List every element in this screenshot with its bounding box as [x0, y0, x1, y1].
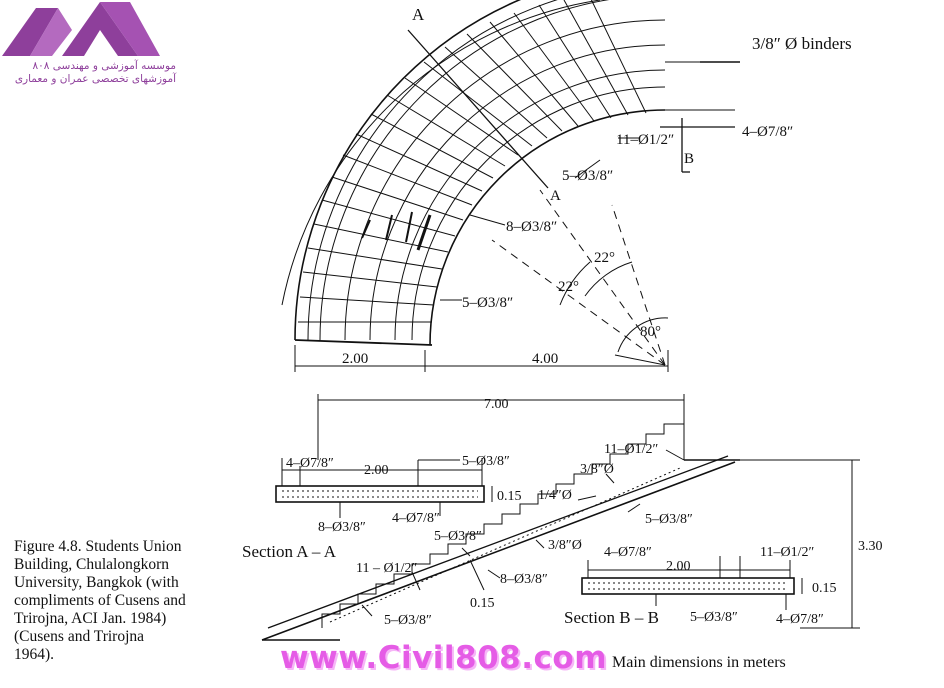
section-aa-bars-top-left-label: 4–Ø7/8″ — [286, 456, 334, 471]
caption-line-1: Figure 4.8. Students Union — [14, 538, 182, 555]
plan-dim-right-label: 4.00 — [532, 351, 558, 367]
plan-bars-11-half-label: 11–Ø1/2″ — [616, 132, 674, 148]
elevation-bars-5-38-mid-label: 5–Ø3/8″ — [434, 529, 482, 544]
plan-arc-6 — [394, 69, 666, 341]
logo-line-2: آموزشهای تخصصی عمران و معماری — [14, 73, 176, 85]
plan-angle-1-label: 22° — [594, 250, 615, 266]
caption-line-5: Trirojna, ACI Jan. 1984) — [14, 610, 167, 627]
elevation-total-dim-label: 7.00 — [484, 397, 509, 412]
section-bb-title: Section B – B — [564, 608, 659, 627]
elevation-bars-5-38-bottom-label: 5–Ø3/8″ — [384, 613, 432, 628]
section-aa-bars-top-right-label: 5–Ø3/8″ — [462, 454, 510, 469]
section-bb-bars-top-right-label: 11–Ø1/2″ — [760, 545, 814, 560]
section-aa-thickness-label: 0.15 — [497, 489, 522, 504]
plan-section-a-top-label: A — [412, 5, 425, 24]
plan-arc-5 — [369, 44, 666, 341]
caption-line-3: University, Bangkok (with — [14, 574, 179, 591]
plan-angle-3-label: 80° — [640, 324, 661, 340]
elevation-bars-11-half-label: 11–Ø1/2″ — [604, 442, 658, 457]
website-watermark: www.Civil808.com — [280, 640, 608, 676]
plan-bars-4-78-label: 4–Ø7/8″ — [742, 124, 793, 140]
plan-section-a-bottom-label: A — [550, 188, 561, 204]
elevation-bars-8-38-label: 8–Ø3/8″ — [500, 572, 548, 587]
plan-outer-arc — [294, 0, 522, 341]
plan-binders-label: 3/8″ Ø binders — [752, 34, 852, 53]
section-bb-bars-bottom-right-label: 4–Ø7/8″ — [776, 612, 824, 627]
plan-dimension-arc — [281, 0, 601, 306]
section-aa-bars-bottom-left-label: 8–Ø3/8″ — [318, 520, 366, 535]
elevation-view — [261, 394, 860, 641]
plan-inner-arc — [429, 109, 666, 346]
caption-line-6: (Cusens and Trirojna — [14, 628, 145, 645]
logo-text: موسسه آموزشی و مهندسی ۸۰۸ آموزشهای تخصصی… — [4, 60, 176, 86]
caption-line-4: compliments of Cusens and — [14, 592, 186, 609]
section-bb-drawing — [581, 556, 803, 610]
plan-view — [281, 0, 740, 372]
caption-line-2: Building, Chulalongkorn — [14, 556, 169, 573]
elevation-bars-11-half-left-label: 11 – Ø1/2″ — [356, 561, 417, 576]
section-aa-width-label: 2.00 — [364, 463, 389, 478]
section-aa-bars-bottom-right-label: 4–Ø7/8″ — [392, 511, 440, 526]
plan-angle-2-label: 22° — [558, 279, 579, 295]
plan-bars-5-38-top-label: 5–Ø3/8″ — [562, 168, 613, 184]
elevation-bars-5-38-right-label: 5–Ø3/8″ — [645, 512, 693, 527]
dimensions-note: Main dimensions in meters — [612, 654, 786, 671]
plan-bars-5-38-bottom-label: 5–Ø3/8″ — [462, 295, 513, 311]
elevation-bars-38-phi-label: 3/8″Ø — [580, 462, 614, 477]
section-bb-width-label: 2.00 — [666, 559, 691, 574]
elevation-bars-14-phi-label: 1/4″Ø — [538, 488, 572, 503]
logo-mark-icon — [2, 2, 160, 56]
section-bb-bars-bottom-left-label: 5–Ø3/8″ — [690, 610, 738, 625]
elevation-bars-38-phi-mid-label: 3/8″Ø — [548, 538, 582, 553]
plan-arc-7 — [411, 86, 666, 341]
plan-arc-2 — [307, 0, 558, 341]
plan-arc-4 — [344, 19, 666, 341]
plan-section-b-label: B — [684, 151, 694, 167]
section-bb-thickness-label: 0.15 — [812, 581, 837, 596]
section-aa-drawing — [275, 458, 493, 518]
logo-line-1: موسسه آموزشی و مهندسی ۸۰۸ — [32, 60, 176, 72]
plan-dim-left-label: 2.00 — [342, 351, 368, 367]
figure-caption: Figure 4.8. Students Union Building, Chu… — [14, 538, 229, 664]
plan-bars-8-38-label: 8–Ø3/8″ — [506, 219, 557, 235]
section-aa-title: Section A – A — [242, 542, 337, 561]
plan-arc-3 — [319, 0, 610, 341]
section-bb-bars-top-left-label: 4–Ø7/8″ — [604, 545, 652, 560]
caption-line-7: 1964). — [14, 646, 55, 663]
elevation-height-label: 3.30 — [858, 539, 883, 554]
elevation-thickness-label: 0.15 — [470, 596, 495, 611]
